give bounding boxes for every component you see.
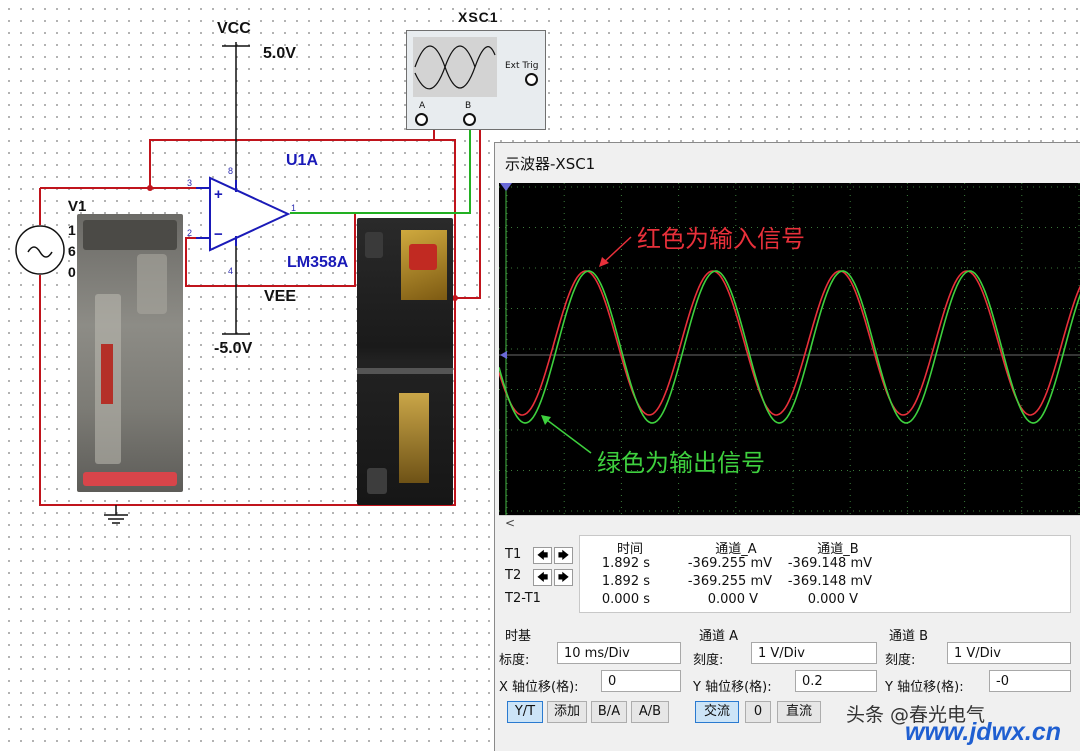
scope-instrument-icon[interactable]: Ext Trig A B (406, 30, 546, 130)
timebase-scale-label: 标度: (499, 653, 530, 668)
opamp-pin-1: 1 (291, 203, 297, 213)
gnd-coupling-button[interactable]: 0 (745, 701, 771, 723)
diff-ch-b: 0.000 V (807, 592, 858, 607)
watermark-source: 头条 @春光电气 (846, 704, 986, 726)
t1-right-arrow-button[interactable]: 🡆 (554, 547, 573, 564)
opamp-pin-4: 4 (228, 266, 234, 276)
ac-source-symbol[interactable] (15, 225, 65, 275)
vcc-value: 5.0V (263, 45, 296, 62)
col-header-ch-b: 通道_B (817, 542, 859, 557)
x-position-label: X 轴位移(格): (499, 680, 579, 695)
cursor-t1-label: T1 (505, 547, 522, 562)
scope-channel-a-label: A (419, 101, 426, 111)
output-wire (290, 122, 471, 214)
scope-ext-trig-label: Ext Trig (505, 61, 539, 71)
channel-b-ypos-field[interactable]: -0 (989, 670, 1071, 692)
channel-b-ypos-label: Y 轴位移(格): (885, 680, 964, 695)
battery-photo-left (77, 214, 183, 492)
channel-a-ypos-field[interactable]: 0.2 (795, 670, 877, 692)
t2-right-arrow-button[interactable]: 🡆 (554, 569, 573, 586)
timebase-scale-field[interactable]: 10 ms/Div (557, 642, 681, 664)
t2-left-arrow-button[interactable]: 🡄 (533, 569, 552, 586)
channel-a-ypos-label: Y 轴位移(格): (693, 680, 772, 695)
opamp-ref: U1A (286, 152, 319, 169)
ext-trig-terminal[interactable] (525, 73, 538, 86)
opamp-symbol[interactable] (196, 176, 291, 252)
ab-mode-button[interactable]: A/B (631, 701, 669, 723)
watermark-url: www.jdwx.cn (905, 718, 1062, 746)
source-param-2: 6 (68, 243, 76, 259)
scope-channel-b-label: B (465, 101, 472, 111)
cursor-t1-marker (500, 183, 512, 191)
col-header-time: 时间 (616, 542, 643, 557)
annotation-output-arrow (542, 416, 592, 454)
vee-label: VEE (264, 288, 297, 305)
annotation-input-arrow (600, 236, 632, 266)
diff-time: 0.000 s (601, 592, 650, 607)
t1-ch-b: -369.148 mV (787, 556, 872, 571)
col-header-ch-a: 通道_A (715, 542, 757, 557)
output-signal-trace (498, 270, 1080, 424)
schematic-wires (15, 42, 481, 524)
source-param-3: 0 (68, 264, 76, 280)
readout-table: 时间 通道_A 通道_B 1.892 s -369.255 mV -369.14… (579, 535, 1071, 613)
source-ref: V1 (68, 198, 87, 215)
cursor-diff-label: T2-T1 (505, 591, 541, 606)
horizontal-scrollbar[interactable]: < (499, 515, 1080, 532)
opamp-pin-2: 2 (187, 228, 193, 238)
scope-icon-screen (413, 37, 497, 97)
yt-mode-button[interactable]: Y/T (507, 701, 543, 723)
dc-coupling-button[interactable]: 直流 (777, 701, 821, 723)
cursor-readout: T1 T2 T2-T1 🡄 🡆 🡄 🡆 时间 通道_A 通道_B 1.892 s… (499, 535, 1077, 615)
t2-ch-b: -369.148 mV (787, 574, 872, 589)
input-signal-trace (498, 270, 1080, 416)
t2-ch-a: -369.255 mV (687, 574, 772, 589)
channel-b-section-label: 通道 B (889, 629, 929, 644)
x-position-field[interactable]: 0 (601, 670, 681, 692)
channel-a-section-label: 通道 A (699, 629, 739, 644)
scope-window-title: 示波器-XSC1 (505, 155, 596, 173)
oscilloscope-window[interactable]: 示波器-XSC1 红色为输入信号绿色为输出信号 < T1 T2 T2-T1 🡄 … (494, 142, 1080, 751)
channel-a-scale-label: 刻度: (693, 653, 724, 668)
annotation-output-arrowhead (541, 415, 551, 425)
channel-b-terminal[interactable] (463, 113, 476, 126)
opamp-pin-8: 8 (228, 166, 234, 176)
t1-ch-a: -369.255 mV (687, 556, 772, 571)
channel-b-scale-label: 刻度: (885, 653, 916, 668)
channel-b-scale-field[interactable]: 1 V/Div (947, 642, 1071, 664)
ground-marker (500, 351, 507, 359)
vcc-label: VCC (217, 20, 251, 37)
add-mode-button[interactable]: 添加 (547, 701, 587, 723)
opamp-plus-sign: + (214, 186, 223, 203)
t1-left-arrow-button[interactable]: 🡄 (533, 547, 552, 564)
scope-ref: XSC1 (458, 9, 499, 25)
opamp-pin-3: 3 (187, 178, 193, 188)
ac-coupling-button[interactable]: 交流 (695, 701, 739, 723)
scope-display[interactable]: 红色为输入信号绿色为输出信号 (498, 183, 1080, 515)
scroll-left-arrow[interactable]: < (505, 516, 516, 530)
ba-mode-button[interactable]: B/A (591, 701, 627, 723)
opamp-model: LM358A (287, 254, 349, 271)
diff-ch-a: 0.000 V (707, 592, 758, 607)
channel-a-terminal[interactable] (415, 113, 428, 126)
battery-photo-right (357, 218, 453, 505)
channel-a-scale-field[interactable]: 1 V/Div (751, 642, 877, 664)
vee-value: -5.0V (214, 340, 253, 357)
t1-time: 1.892 s (601, 556, 650, 571)
source-param-1: 1 (68, 222, 76, 238)
t2-time: 1.892 s (601, 574, 650, 589)
cursor-t2-label: T2 (505, 568, 522, 583)
annotation-input-arrowhead (599, 257, 609, 267)
annotation-output-text: 绿色为输出信号 (597, 449, 765, 477)
annotation-input-text: 红色为输入信号 (637, 225, 805, 253)
timebase-section-label: 时基 (505, 629, 532, 644)
opamp-minus-sign: − (214, 226, 223, 243)
